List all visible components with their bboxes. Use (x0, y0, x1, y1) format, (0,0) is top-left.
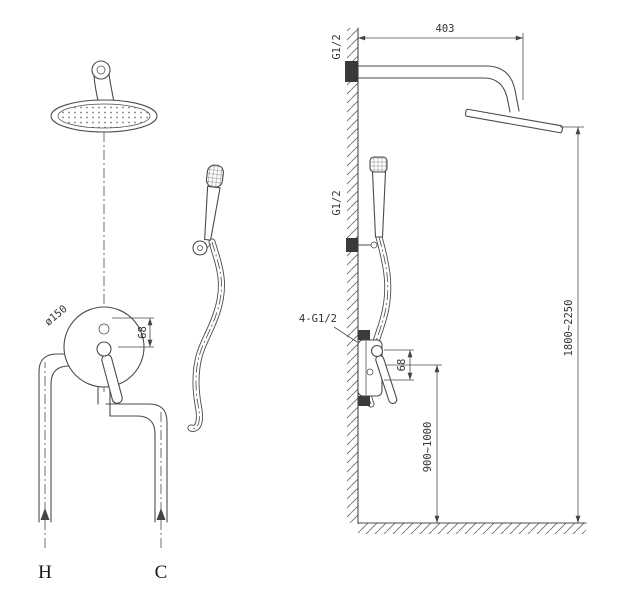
supply-pipe-cold (97, 384, 168, 548)
dimension-valve-height: 900~1000 (386, 364, 442, 523)
hand-shower-handle-side (371, 171, 387, 238)
svg-text:68: 68 (137, 326, 149, 339)
wall-hatching (347, 28, 358, 523)
arm-thread-label: G1/2 (331, 34, 343, 59)
front-view: H C ø150 68 (38, 60, 225, 583)
side-view: G1/2 403 G1/2 (299, 23, 587, 534)
hand-shower-head (205, 164, 224, 188)
rain-shower-head-side (464, 108, 564, 134)
dimension-valve-offset-front: 68 (112, 317, 154, 348)
valve-diameter-label: ø150 (43, 303, 70, 328)
valve-fitting-bottom (358, 396, 370, 406)
valve-fitting-top (358, 330, 370, 340)
dimension-head-height: 1800~2250 (560, 126, 584, 523)
svg-text:1800~2250: 1800~2250 (563, 300, 575, 357)
hand-shower-head-side (369, 156, 388, 173)
cold-supply-label: C (155, 562, 168, 583)
handshower-thread-label: G1/2 (331, 190, 343, 215)
hand-shower-holder (192, 240, 208, 256)
wall-fitting-holder (346, 238, 358, 252)
spray-face (57, 103, 151, 129)
svg-text:403: 403 (436, 23, 455, 35)
diverter-button (98, 323, 110, 335)
mixer-valve-side (357, 330, 398, 406)
hand-shower (187, 164, 225, 432)
hand-shower-handle (204, 185, 221, 241)
dimension-arm-length: 403 (358, 23, 524, 100)
svg-text:4-G1/2: 4-G1/2 (299, 313, 337, 325)
supply-pipe-hot (38, 353, 105, 548)
valve-lever (96, 341, 123, 404)
wall-fitting-top (345, 61, 358, 82)
floor-hatching (358, 523, 586, 534)
shower-arm-side (345, 61, 564, 134)
hot-flow-arrow-icon (40, 508, 50, 520)
ceiling-flange (91, 60, 111, 80)
rain-shower-head (50, 60, 158, 133)
svg-text:900~1000: 900~1000 (422, 422, 434, 473)
hot-supply-label: H (38, 562, 52, 583)
valve-thread-callout: 4-G1/2 (299, 313, 358, 343)
valve-lever-side (370, 344, 398, 405)
cold-flow-arrow-icon (156, 508, 166, 520)
shower-arm (93, 75, 99, 102)
